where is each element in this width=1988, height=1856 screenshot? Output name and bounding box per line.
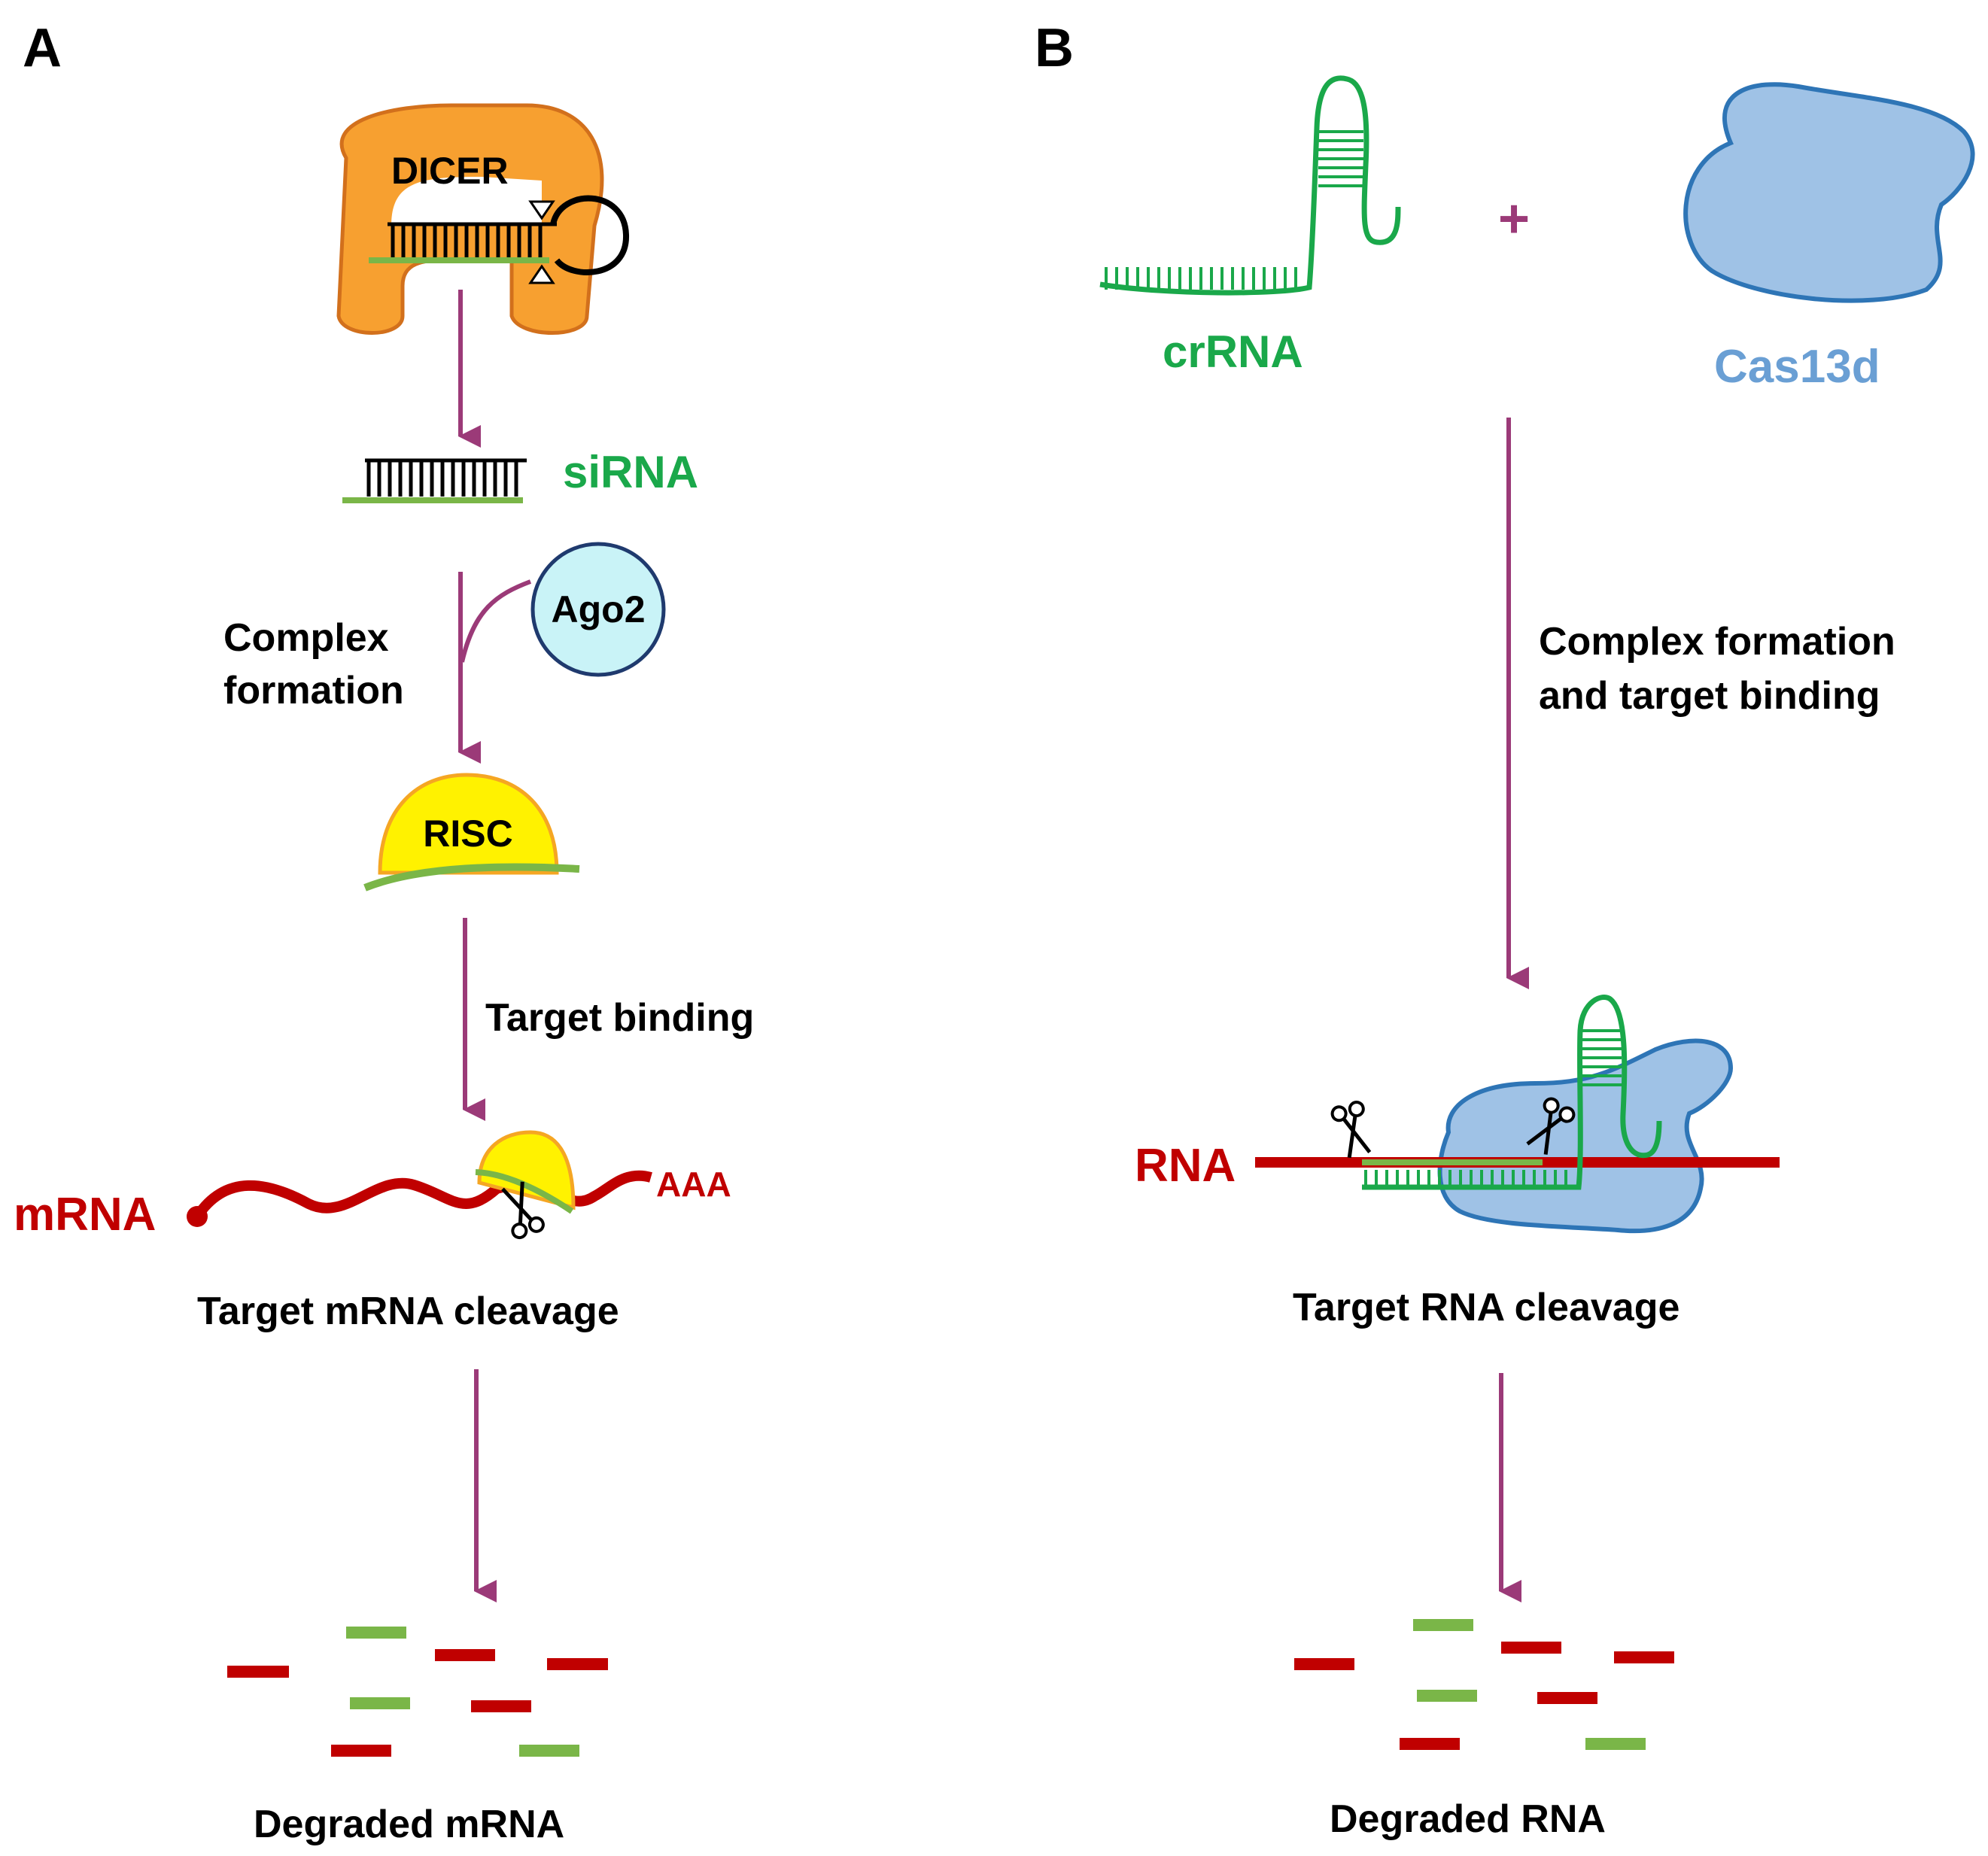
cas13d-protein xyxy=(1683,82,1975,303)
target-binding-label: Target binding xyxy=(485,996,754,1040)
degraded-rna-label: Degraded RNA xyxy=(1330,1797,1606,1841)
cas13d-label: Cas13d xyxy=(1714,341,1880,393)
mrna-label: mRNA xyxy=(14,1189,156,1241)
dicer-label: DICER xyxy=(391,150,509,192)
degraded-fragments-b xyxy=(1294,1619,1674,1750)
rna-label: RNA xyxy=(1135,1140,1236,1192)
cas13d-bound xyxy=(1437,1038,1734,1234)
polya-tail-label: AAA xyxy=(656,1165,731,1204)
risc-bound xyxy=(477,1130,576,1211)
degraded-mrna-label: Degraded mRNA xyxy=(254,1803,564,1846)
panel-b-letter: B xyxy=(1035,18,1074,78)
crrna-label: crRNA xyxy=(1163,327,1303,377)
ago2-protein xyxy=(530,542,666,677)
complex-formation-binding-label-2: and target binding xyxy=(1539,674,1880,718)
risc-complex xyxy=(363,773,580,892)
risc-label: RISC xyxy=(423,813,512,855)
crrna xyxy=(1099,75,1401,296)
complex-formation-label-2: formation xyxy=(223,669,404,712)
complex-formation-label-1: Complex xyxy=(223,616,389,660)
dicer-enzyme: DICER xyxy=(336,103,630,335)
mrna-strand xyxy=(187,1170,652,1227)
degraded-fragments-a xyxy=(227,1627,608,1757)
sirna-label: siRNA xyxy=(563,447,698,497)
complex-formation-binding-label-1: Complex formation xyxy=(1539,620,1895,664)
bound-crrna xyxy=(1362,994,1662,1190)
target-mrna-cleavage-label: Target mRNA cleavage xyxy=(197,1289,619,1333)
panel-a-letter: A xyxy=(23,18,62,78)
sirna-duplex xyxy=(342,458,527,503)
ago2-label: Ago2 xyxy=(552,588,646,630)
target-rna-cleavage-label: Target RNA cleavage xyxy=(1293,1286,1679,1329)
plus-icon: + xyxy=(1498,189,1530,249)
